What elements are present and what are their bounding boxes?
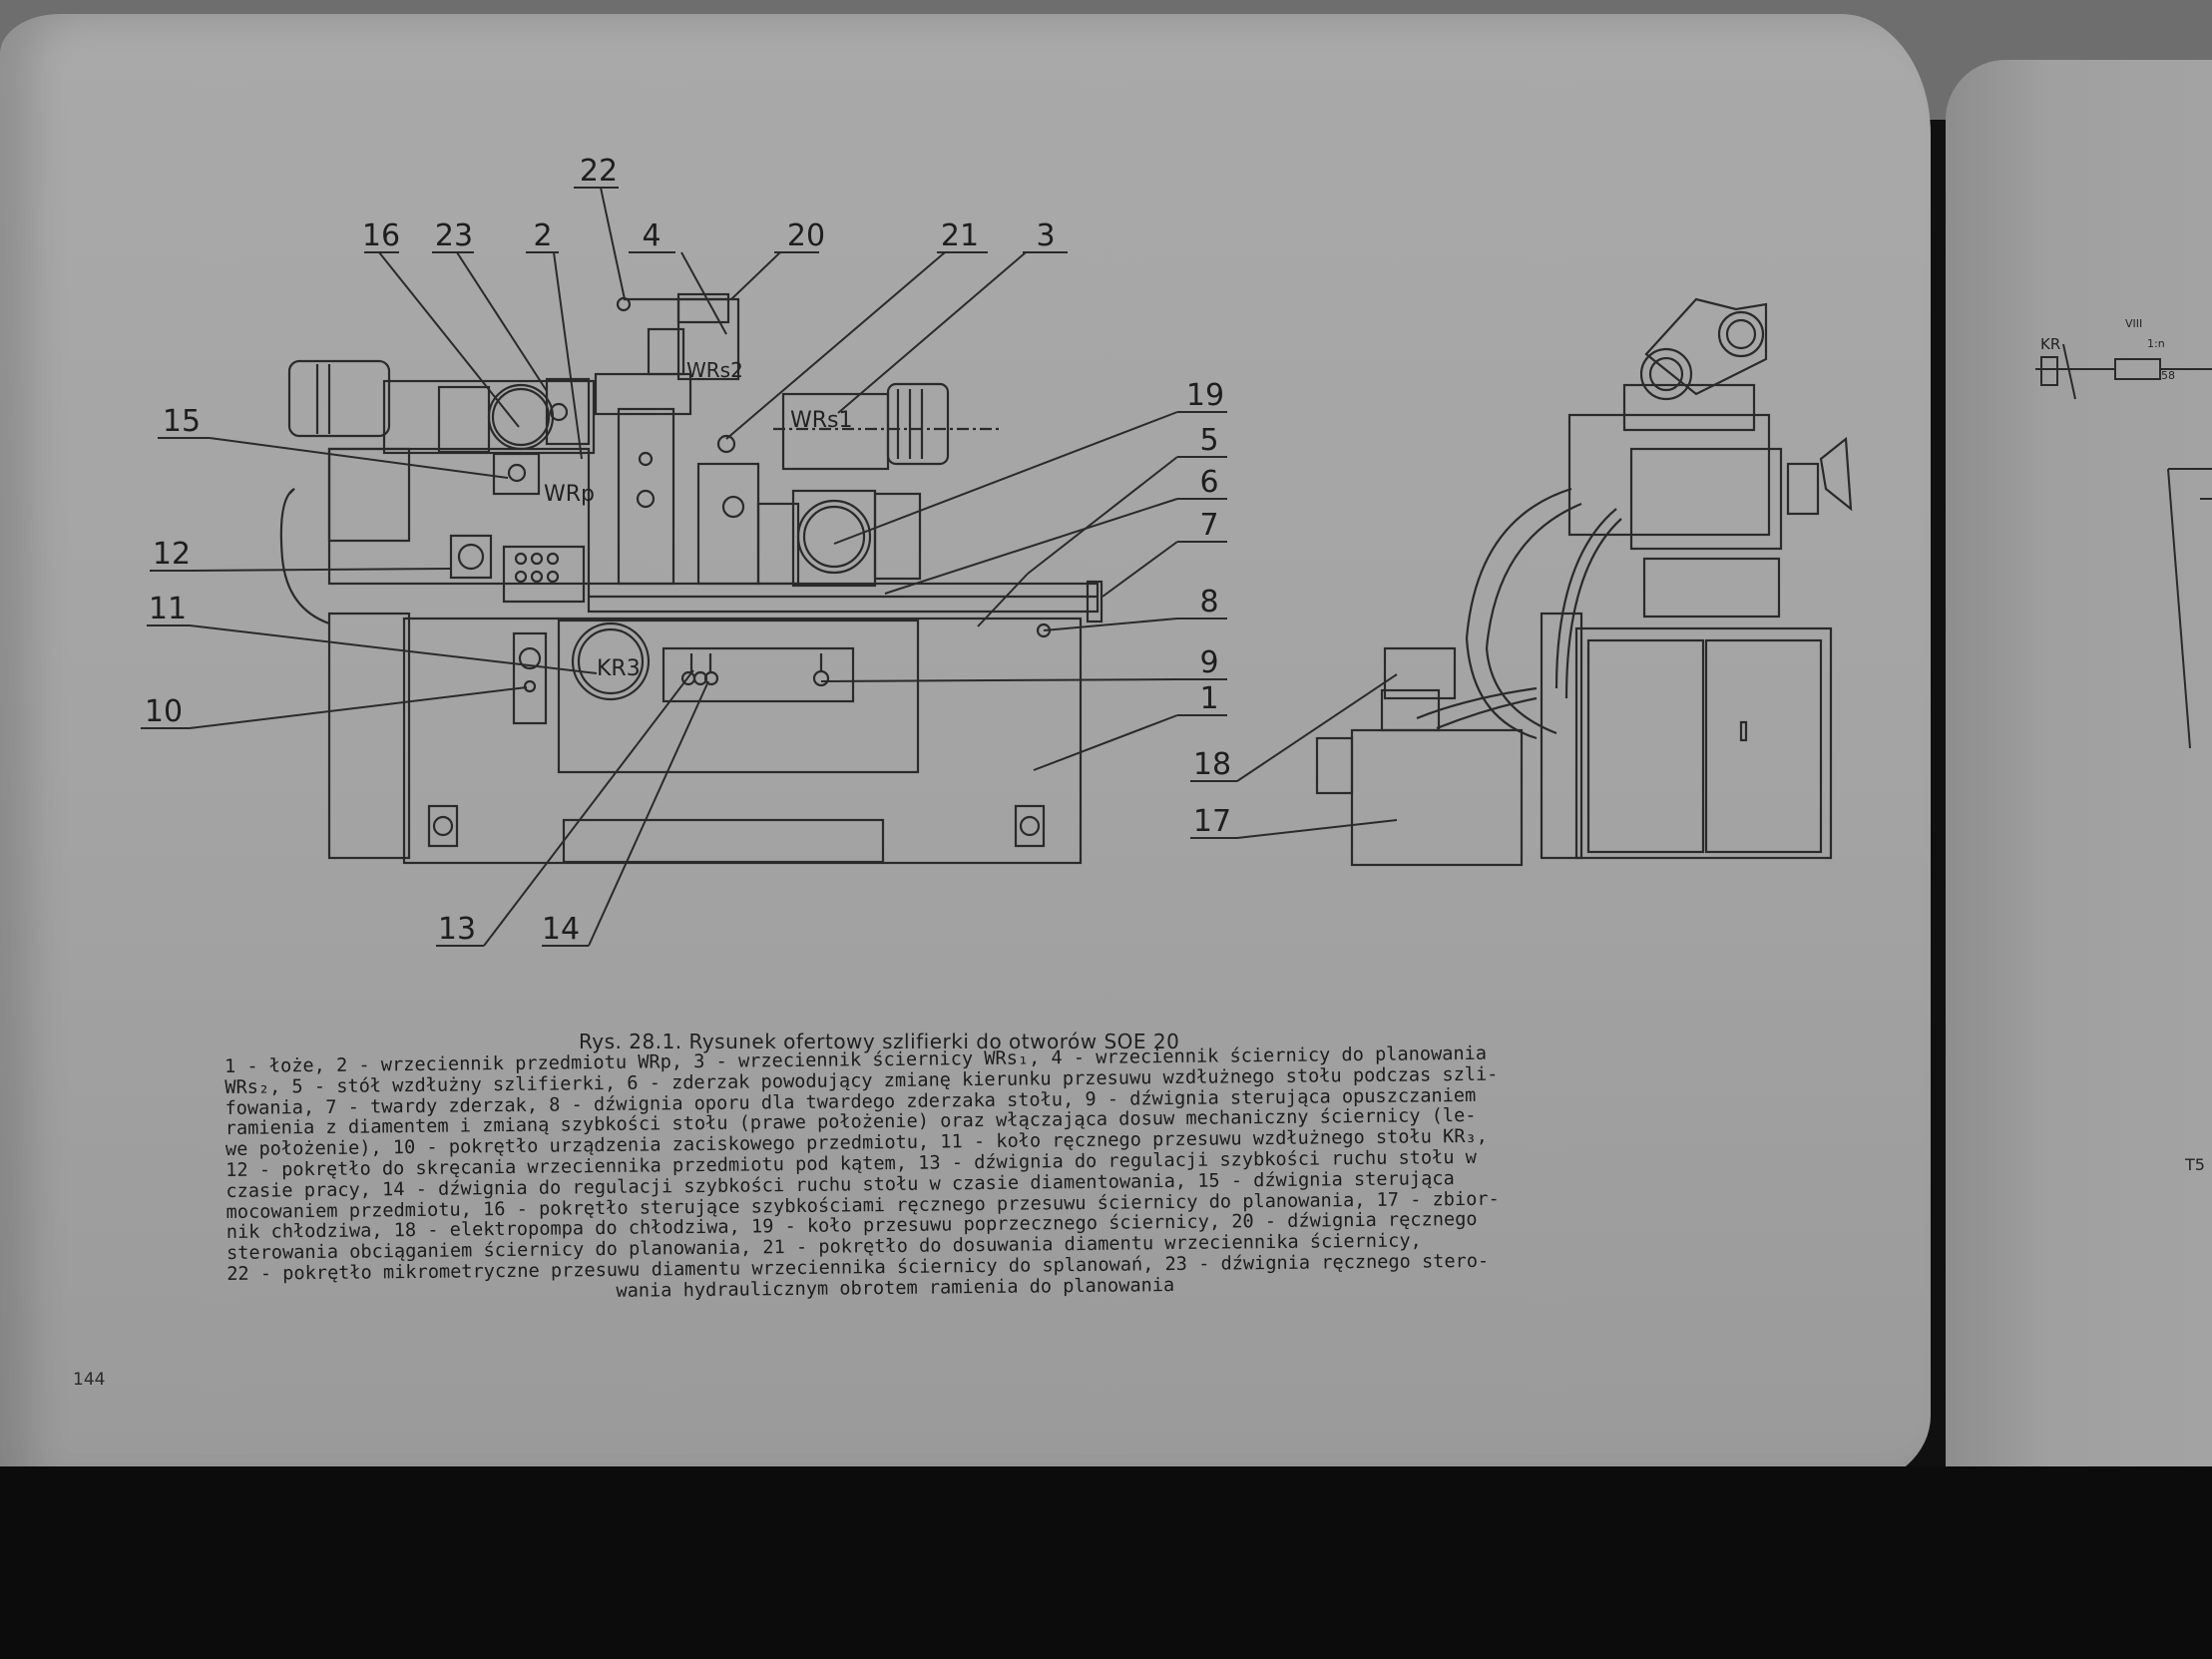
- callout-9: 9: [1199, 645, 1219, 680]
- callout-1: 1: [1199, 681, 1219, 716]
- callout-19: 19: [1185, 378, 1225, 413]
- callout-23: 23: [434, 218, 474, 253]
- svg-text:WRs1: WRs1: [790, 408, 853, 433]
- sketch-label-roman: VIII: [2125, 317, 2143, 330]
- book-shadow: [0, 1466, 2212, 1659]
- callout-7: 7: [1199, 508, 1219, 543]
- callout-2: 2: [533, 218, 553, 253]
- page-number: 144: [73, 1370, 106, 1390]
- sketch-label-kr: KR: [2040, 335, 2061, 353]
- svg-text:WRp: WRp: [544, 482, 595, 507]
- figure-legend: 1 - łoże, 2 - wrzeciennik przedmiotu WRp…: [224, 1041, 1764, 1307]
- callout-20: 20: [786, 218, 826, 253]
- sketch-label-ratio: 1:n: [2147, 337, 2165, 350]
- callout-6: 6: [1199, 465, 1219, 500]
- svg-text:KR3: KR3: [597, 656, 641, 681]
- svg-text:WRs2: WRs2: [686, 358, 743, 382]
- callout-3: 3: [1036, 218, 1056, 253]
- callout-4: 4: [642, 218, 662, 253]
- callout-15: 15: [162, 404, 202, 439]
- callout-18: 18: [1192, 747, 1232, 782]
- callout-12: 12: [152, 537, 192, 572]
- callout-8: 8: [1199, 585, 1219, 620]
- left-page: [0, 14, 1931, 1485]
- callout-16: 16: [361, 218, 401, 253]
- callout-17: 17: [1192, 804, 1232, 839]
- callout-13: 13: [437, 912, 477, 947]
- callout-10: 10: [144, 694, 184, 729]
- figure-caption: Rys. 28.1. Rysunek ofertowy szlifierki d…: [579, 1030, 1180, 1053]
- callout-5: 5: [1199, 423, 1219, 458]
- margin-note: T5: [2185, 1155, 2205, 1174]
- callout-21: 21: [940, 218, 980, 253]
- callout-14: 14: [541, 912, 581, 947]
- callout-22: 22: [579, 154, 619, 189]
- sketch-label-num: 58: [2161, 369, 2175, 382]
- callout-11: 11: [148, 592, 188, 626]
- right-page: [1946, 60, 2212, 1506]
